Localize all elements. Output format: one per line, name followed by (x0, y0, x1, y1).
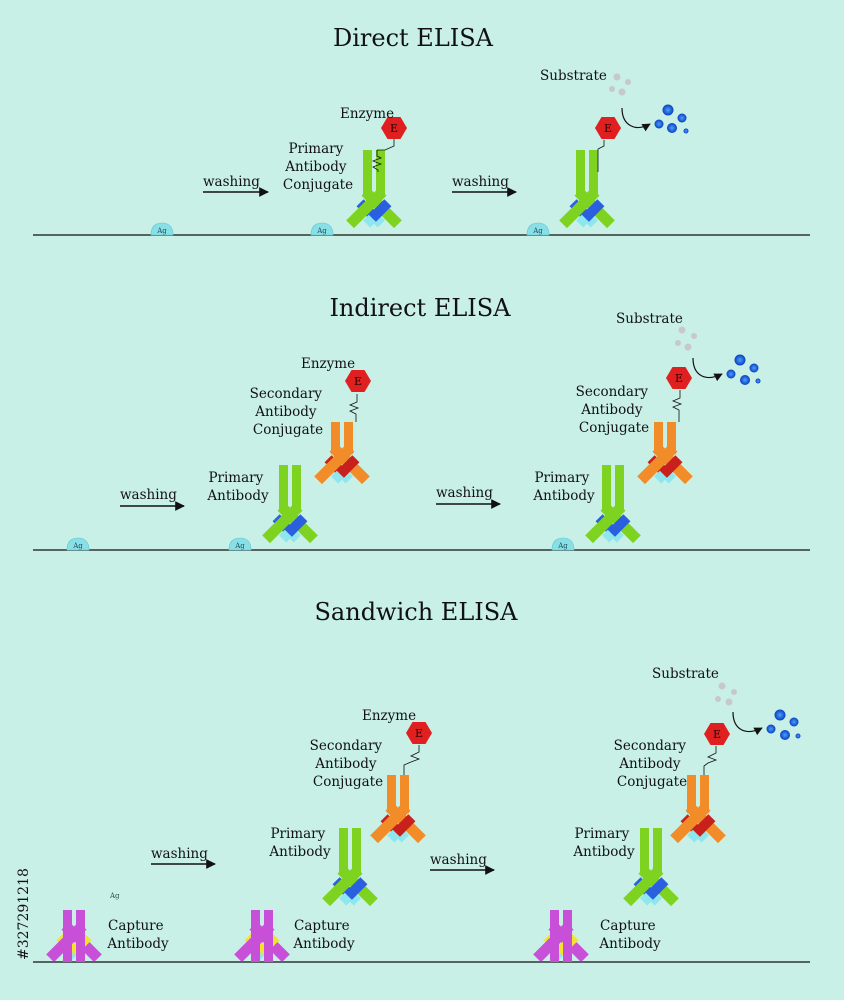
enzyme-label: Enzyme (301, 356, 355, 372)
antigen-label: Ag (109, 892, 120, 900)
svg-text:Ag: Ag (72, 542, 83, 550)
svg-text:E: E (713, 728, 721, 741)
product-particles (654, 104, 689, 134)
enzyme-label: Enzyme (362, 708, 416, 724)
svg-text:E: E (604, 122, 612, 135)
substrate-particles (609, 73, 631, 96)
enzyme-hexagon: E (595, 117, 621, 139)
antigen: Ag (66, 537, 90, 551)
svg-text:E: E (390, 122, 398, 135)
sandwich-elisa-section: Sandwich ELISA Ag Capture Antibody washi… (33, 598, 810, 963)
primary-antibody-label: Primary Antibody (268, 826, 331, 860)
antigen: Ag (310, 222, 334, 236)
svg-text:Ag: Ag (316, 227, 327, 235)
secondary-antibody-conjugate (370, 775, 426, 844)
indirect-elisa-section: Indirect ELISA Ag washing Ag (33, 294, 810, 551)
primary-antibody (262, 465, 318, 551)
svg-text:Ag: Ag (156, 227, 167, 235)
direct-elisa-title: Direct ELISA (333, 24, 494, 52)
enzyme-label: Enzyme (340, 106, 394, 122)
product-particles (766, 709, 801, 740)
reaction-arrow (692, 357, 723, 382)
enzyme-linker (597, 140, 605, 172)
washing-label: washing (151, 846, 208, 862)
primary-antibody (322, 828, 378, 914)
substrate-particles (675, 326, 697, 351)
washing-label: washing (203, 174, 260, 190)
primary-antibody-conjugate-label: Primary Antibody Conjugate (283, 141, 353, 193)
capture-antibody (533, 910, 589, 963)
secondary-antibody-conjugate-label: Secondary Antibody Conjugate (614, 738, 691, 790)
capture-antibody (46, 910, 102, 963)
reaction-arrow (621, 107, 651, 132)
washing-label: washing (430, 852, 487, 868)
enzyme-hexagon: E (406, 722, 432, 744)
product-particles (726, 354, 761, 385)
antigen: Ag (150, 222, 174, 236)
capture-antibody-label: Capture Antibody (598, 918, 661, 952)
substrate-label: Substrate (652, 666, 719, 682)
primary-antibody-conjugate (559, 150, 615, 236)
antigen: Ag (228, 537, 252, 551)
secondary-antibody-conjugate (670, 775, 726, 844)
washing-label: washing (120, 487, 177, 503)
enzyme-hexagon: E (704, 723, 730, 745)
secondary-antibody-conjugate (314, 422, 370, 485)
sandwich-elisa-title: Sandwich ELISA (314, 598, 518, 626)
enzyme-hexagon: E (345, 370, 371, 392)
svg-text:Ag: Ag (557, 542, 568, 550)
capture-antibody (234, 910, 290, 963)
enzyme-linker (348, 394, 360, 422)
substrate-label: Substrate (616, 311, 683, 327)
enzyme-hexagon: E (381, 117, 407, 139)
svg-text:E: E (675, 372, 683, 385)
primary-antibody-label: Primary Antibody (532, 470, 595, 504)
primary-antibody-conjugate (346, 150, 402, 236)
secondary-antibody-conjugate-label: Secondary Antibody Conjugate (310, 738, 387, 790)
svg-text:Ag: Ag (234, 542, 245, 550)
capture-antibody-label: Capture Antibody (106, 918, 169, 952)
substrate-particles (715, 682, 737, 706)
enzyme-linker (377, 139, 395, 151)
enzyme-hexagon: E (666, 367, 692, 389)
antigen: Ag (526, 222, 550, 236)
capture-antibody-label: Capture Antibody (292, 918, 355, 952)
secondary-antibody-conjugate-label: Secondary Antibody Conjugate (250, 386, 327, 438)
primary-antibody-label: Primary Antibody (572, 826, 635, 860)
svg-text:E: E (354, 375, 362, 388)
secondary-antibody-conjugate-label: Secondary Antibody Conjugate (576, 384, 653, 436)
enzyme-linker (671, 390, 683, 422)
reaction-arrow (732, 711, 763, 736)
svg-text:E: E (415, 727, 423, 740)
direct-elisa-section: Direct ELISA Ag washing Ag E Enzyme Prim… (33, 24, 810, 236)
antigen: Ag (551, 537, 575, 551)
secondary-antibody-conjugate (637, 422, 693, 485)
stock-id-watermark: #327291218 (16, 868, 32, 960)
enzyme-linker (703, 746, 718, 775)
enzyme-linker (371, 150, 383, 172)
substrate-label: Substrate (540, 68, 607, 84)
washing-label: washing (436, 485, 493, 501)
enzyme-linker (403, 745, 421, 775)
svg-text:Ag: Ag (532, 227, 543, 235)
washing-label: washing (452, 174, 509, 190)
primary-antibody-label: Primary Antibody (206, 470, 269, 504)
indirect-elisa-title: Indirect ELISA (329, 294, 511, 322)
